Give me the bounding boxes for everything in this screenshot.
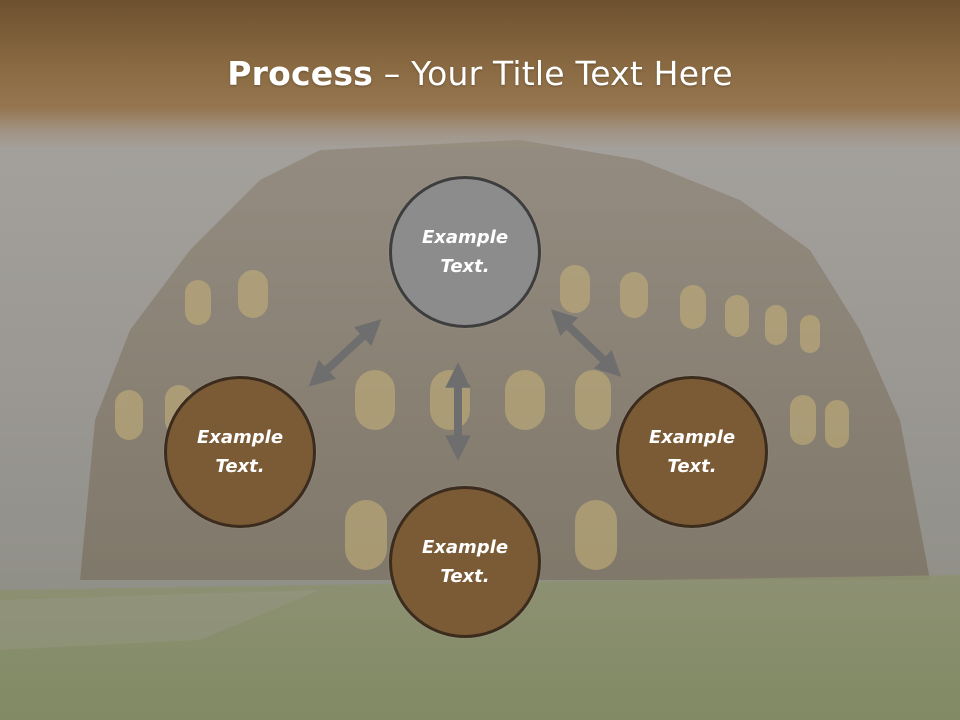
arrow-top-right (550, 309, 622, 377)
node-bottom-label: Example Text. (421, 537, 509, 587)
node-right-label: Example Text. (648, 427, 736, 477)
node-left-label: Example Text. (196, 427, 284, 477)
title-rest: – Your Title Text Here (373, 54, 733, 93)
arrow-top-left (308, 319, 382, 387)
node-left: Example Text. (164, 376, 316, 528)
node-bottom: Example Text. (389, 486, 541, 638)
node-right: Example Text. (616, 376, 768, 528)
title-bold: Process (227, 54, 374, 93)
slide-title: Process – Your Title Text Here (0, 54, 960, 93)
node-top: Example Text. (389, 176, 541, 328)
node-top-label: Example Text. (421, 227, 509, 277)
title-band (0, 0, 960, 150)
